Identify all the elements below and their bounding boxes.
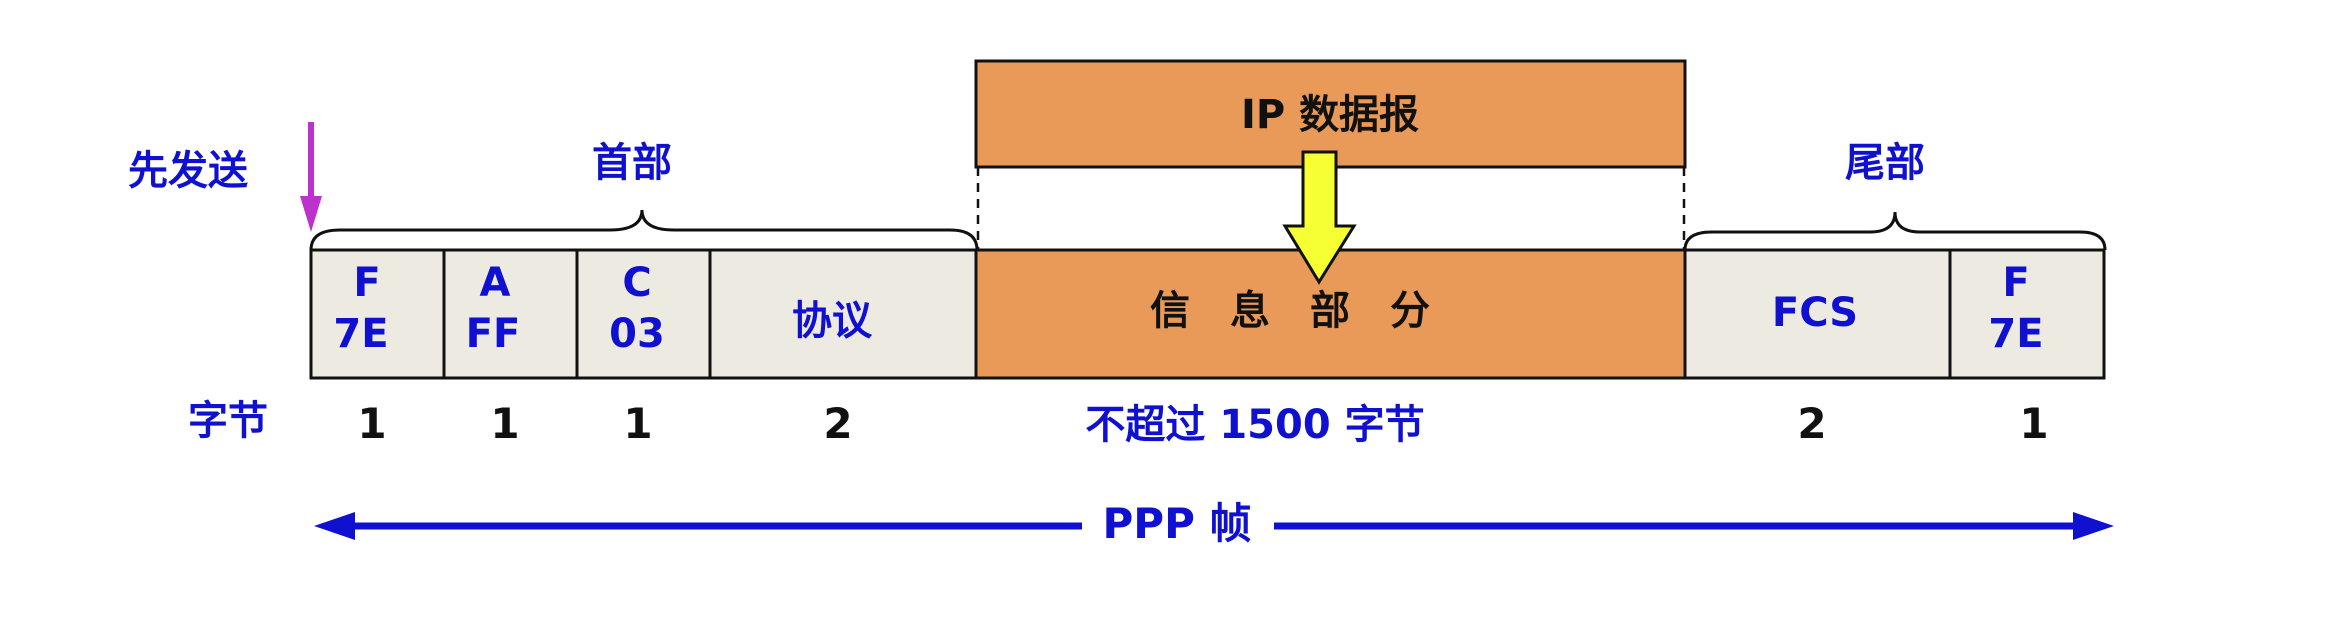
protocol-label: 协议 <box>792 298 873 344</box>
cell-fcs <box>1683 248 1952 380</box>
header-brace <box>309 209 979 251</box>
flag-start-line1: F <box>353 260 380 306</box>
cell-protocol <box>708 248 978 380</box>
bytes-row-label: 字节 <box>188 398 268 444</box>
control-line2: 03 <box>609 311 665 357</box>
bytes-protocol: 2 <box>823 399 852 448</box>
flag-start-line2: 7E <box>333 311 388 357</box>
frame-label: PPP 帧 <box>1103 499 1252 548</box>
bytes-flag-end: 1 <box>2019 399 2048 448</box>
ip-datagram-label: IP 数据报 <box>1241 92 1419 138</box>
trailer-label: 尾部 <box>1845 140 1925 186</box>
bytes-control: 1 <box>623 399 652 448</box>
encapsulation-arrow-icon <box>1282 150 1357 285</box>
bytes-info: 不超过 1500 字节 <box>1085 402 1424 448</box>
trailer-brace <box>1683 211 2107 251</box>
cell-flag-start <box>309 248 446 380</box>
frame-span-arrow-right <box>1274 512 2114 540</box>
header-label: 首部 <box>592 140 672 186</box>
bytes-fcs: 2 <box>1797 399 1826 448</box>
send-first-arrow-icon <box>300 122 322 232</box>
address-line1: A <box>480 260 511 306</box>
cell-flag-end <box>1948 248 2106 380</box>
cell-info <box>974 248 1687 380</box>
frame-span-arrow-left <box>314 512 1082 540</box>
address-line2: FF <box>466 311 521 357</box>
fcs-label: FCS <box>1772 290 1858 336</box>
flag-end-line2: 7E <box>1988 311 2043 357</box>
bytes-address: 1 <box>490 399 519 448</box>
send-first-label: 先发送 <box>128 148 248 194</box>
bytes-flag-start: 1 <box>357 399 386 448</box>
flag-end-line1: F <box>2002 260 2029 306</box>
control-line1: C <box>622 260 651 306</box>
info-part-label: 信 息 部 分 <box>1150 288 1430 334</box>
